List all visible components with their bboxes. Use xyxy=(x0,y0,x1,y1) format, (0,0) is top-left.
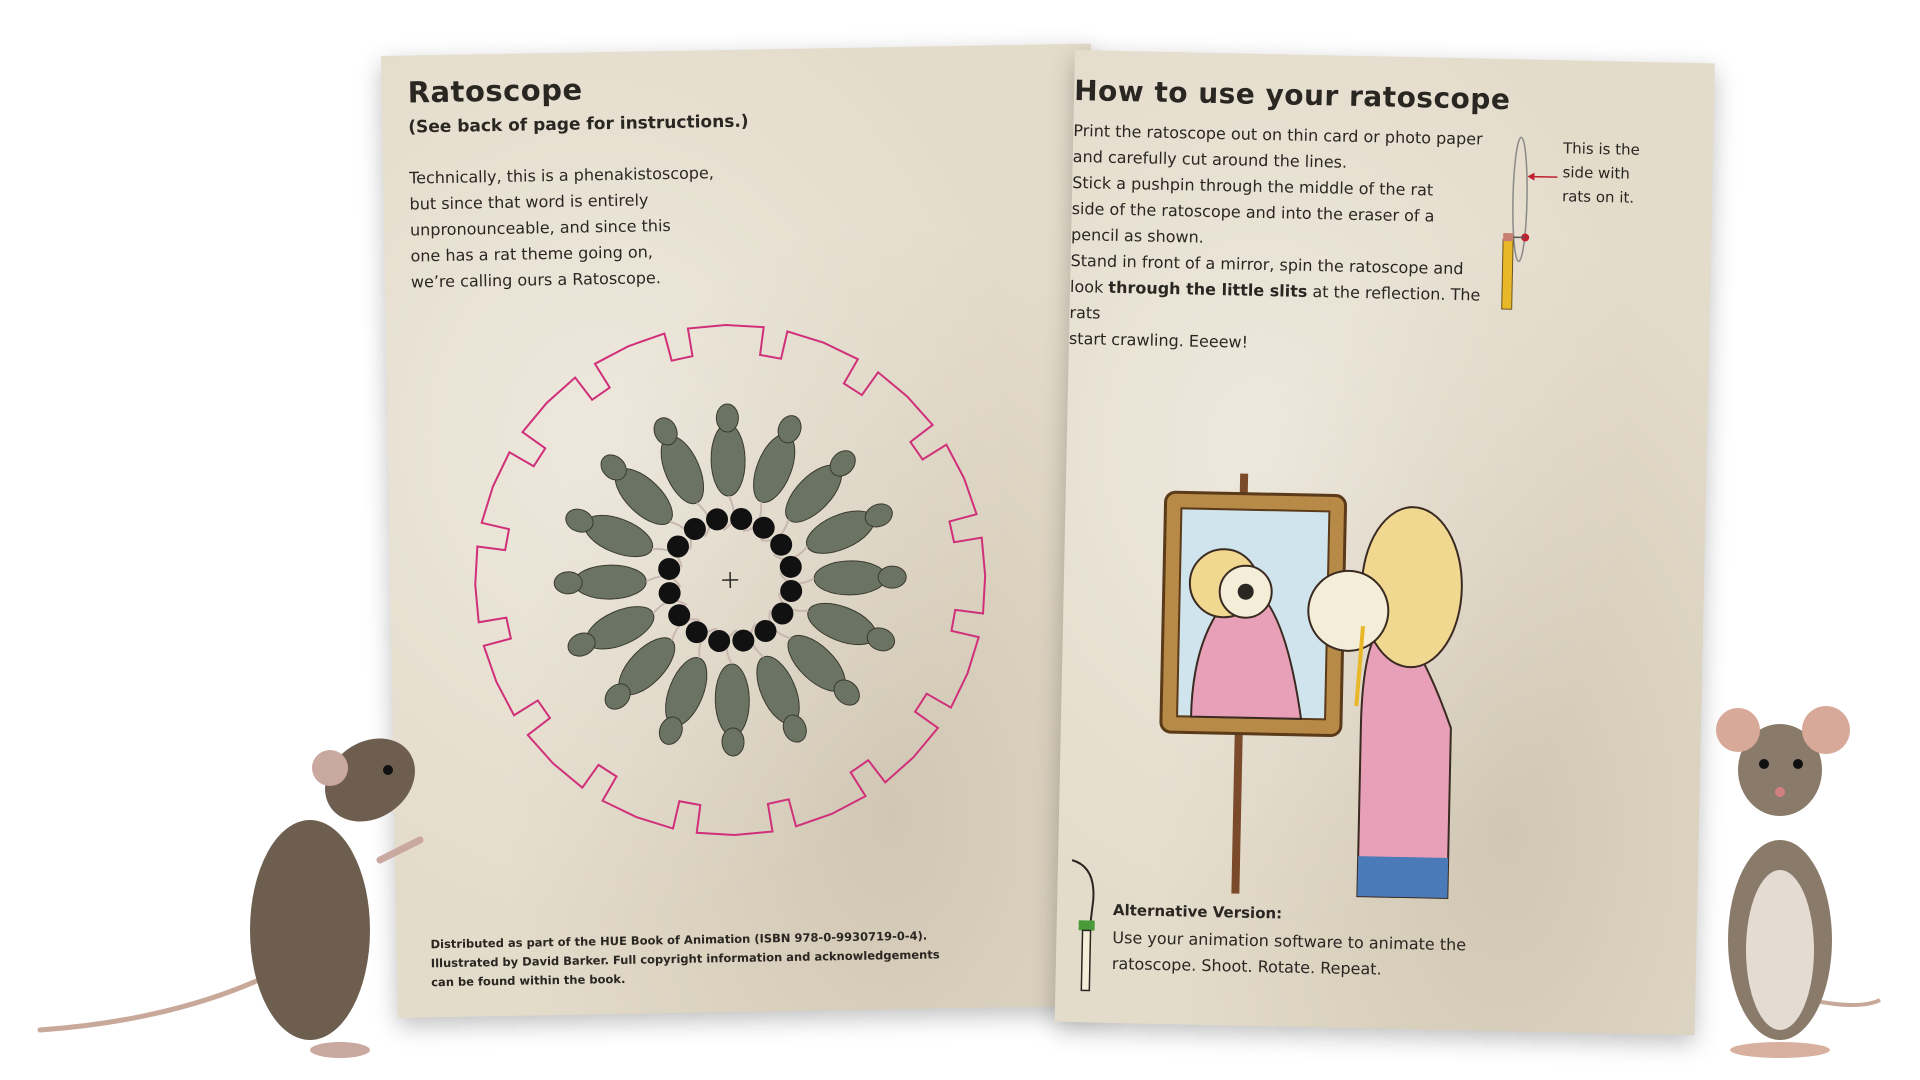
instruction-steps: Print the ratoscope out on thin card or … xyxy=(1069,118,1494,361)
note-line: This is the xyxy=(1562,139,1641,159)
pencil-icon xyxy=(1071,859,1095,992)
slit-hole xyxy=(732,629,755,652)
slit-hole xyxy=(685,621,708,644)
slit-hole xyxy=(708,629,731,652)
rat-figure xyxy=(779,560,907,596)
pencil-pushpin-icon xyxy=(1501,136,1530,310)
rat-figure xyxy=(565,508,683,568)
alternative-text: Use your animation software to animate t… xyxy=(1112,925,1467,984)
intro-text: Technically, this is a phenakistoscope, … xyxy=(409,160,716,295)
alternative-title: Alternative Version: xyxy=(1112,900,1283,923)
rat-figure xyxy=(768,610,860,706)
arrow-icon xyxy=(1527,172,1558,181)
page-title: How to use your ratoscope xyxy=(1073,73,1511,117)
left-page: Ratoscope (See back of page for instruct… xyxy=(381,43,1108,1018)
rat-figure xyxy=(658,627,718,745)
side-note: This is the side with rats on it. xyxy=(1562,136,1640,210)
note-line: rats on it. xyxy=(1561,187,1635,207)
intro-line: we’re calling ours a Ratoscope. xyxy=(410,268,662,292)
rat-figure xyxy=(760,450,856,542)
rat-photo-icon xyxy=(1716,706,1881,1058)
rat-figure xyxy=(600,454,692,550)
slit-hole xyxy=(771,602,794,625)
slit-hole xyxy=(658,582,681,605)
slit-hole xyxy=(780,580,803,603)
page-title: Ratoscope xyxy=(407,72,583,110)
slit-hole xyxy=(754,619,777,642)
copyright-footer: Distributed as part of the HUE Book of A… xyxy=(430,926,940,992)
step-line: look through the little slits at the ref… xyxy=(1069,274,1490,335)
page-subtitle: (See back of page for instructions.) xyxy=(408,111,749,138)
slit-hole xyxy=(668,604,691,627)
step-text: look xyxy=(1069,276,1109,297)
slit-hole xyxy=(667,535,690,558)
rat-figure xyxy=(653,417,711,538)
right-page: How to use your ratoscope Print the rato… xyxy=(1054,50,1715,1036)
slit-hole xyxy=(658,557,681,580)
intro-line: unpronounceable, and since this xyxy=(409,215,671,240)
rat-figure xyxy=(773,503,893,561)
rat-photo-icon xyxy=(37,738,424,1058)
rat-figure xyxy=(567,599,688,657)
slit-hole xyxy=(752,516,775,539)
slit-hole xyxy=(730,507,753,530)
rat-figure xyxy=(553,564,682,600)
ratoscope-disc-icon xyxy=(474,324,987,836)
slit-hole xyxy=(779,555,802,578)
cut-line xyxy=(474,324,987,836)
slit-hole xyxy=(683,517,706,540)
rat-figure xyxy=(777,592,896,652)
rat-figure xyxy=(749,622,807,743)
step-bold: through the little slits xyxy=(1108,277,1308,301)
slit-hole xyxy=(770,533,793,556)
slit-hole xyxy=(706,508,729,531)
rat-figure xyxy=(742,415,802,533)
rat-figure xyxy=(714,629,750,757)
intro-line: Technically, this is a phenakistoscope, xyxy=(408,163,715,188)
note-line: side with xyxy=(1562,163,1631,183)
mirror-illustration-icon xyxy=(1159,473,1463,900)
